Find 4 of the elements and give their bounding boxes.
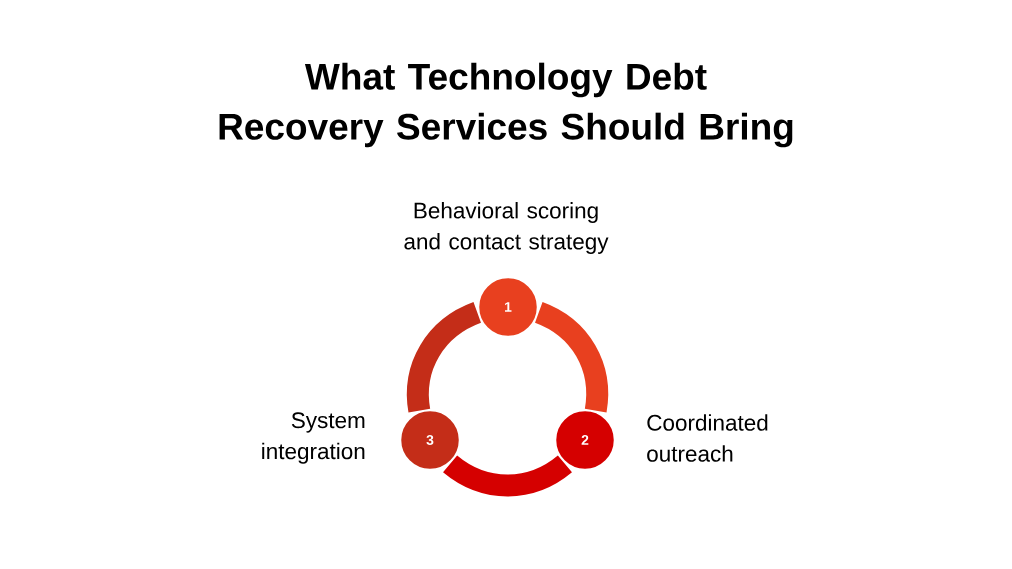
step-label: Behavioral scoring and contact strategy (404, 202, 609, 254)
title: What Technology Debt Recovery Services Should Bring (219, 62, 793, 148)
step-label: System integration (262, 412, 365, 464)
step-label: Coordinated outreach (647, 414, 768, 462)
